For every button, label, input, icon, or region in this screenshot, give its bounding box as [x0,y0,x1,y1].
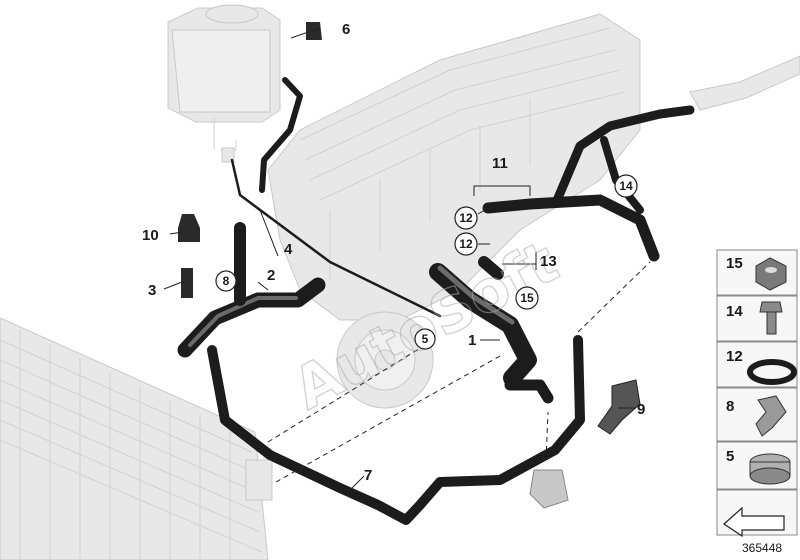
callout-12-lower: 12 [454,232,478,256]
circled-callouts: 8 5 12 12 14 15 [215,174,638,350]
label-6: 6 [342,21,350,38]
callout-15-text: 15 [520,291,534,305]
label-4: 4 [284,241,293,258]
legend-item-14: 14 [716,295,798,342]
nav-arrow-icon [723,506,785,538]
callout-8: 8 [215,270,237,292]
callout-8-text: 8 [223,274,230,288]
label-10: 10 [142,227,159,244]
legend-number-12: 12 [726,348,743,365]
legend-number-5: 5 [726,448,734,465]
legend-item-5: 5 [716,441,798,490]
engine-block [267,13,641,409]
legend-item-12: 12 [716,341,798,388]
callout-5-text: 5 [422,332,429,346]
callout-5: 5 [414,328,436,350]
callout-14-text: 14 [619,179,633,193]
radiator [0,317,273,560]
label-3: 3 [148,282,156,299]
legend-number-8: 8 [726,398,734,415]
legend-number-14: 14 [726,303,743,320]
callout-12-upper-text: 12 [459,211,473,225]
legend-item-8: 8 [716,387,798,442]
hoses [177,22,695,525]
leader-lines [163,27,636,489]
legend-nav-item [716,489,798,538]
part-labels: 6 10 3 4 2 1 7 9 11 13 [142,21,645,484]
label-9: 9 [637,401,645,418]
label-7: 7 [364,467,372,484]
callout-12-upper: 12 [454,206,478,230]
expansion-tank [167,4,281,163]
label-11: 11 [492,155,508,172]
background-components [0,4,800,560]
assembly-lines [267,261,651,483]
legend-number-15: 15 [726,255,743,272]
label-2: 2 [267,267,275,284]
parts-legend: 15 14 12 8 5 [716,249,798,538]
callout-12-lower-text: 12 [459,237,473,251]
legend-item-15: 15 [716,249,798,296]
callout-14: 14 [614,174,638,198]
reference-number: 365448 [742,541,782,555]
callout-15: 15 [515,286,539,310]
label-1: 1 [468,332,476,349]
label-13: 13 [540,253,557,270]
